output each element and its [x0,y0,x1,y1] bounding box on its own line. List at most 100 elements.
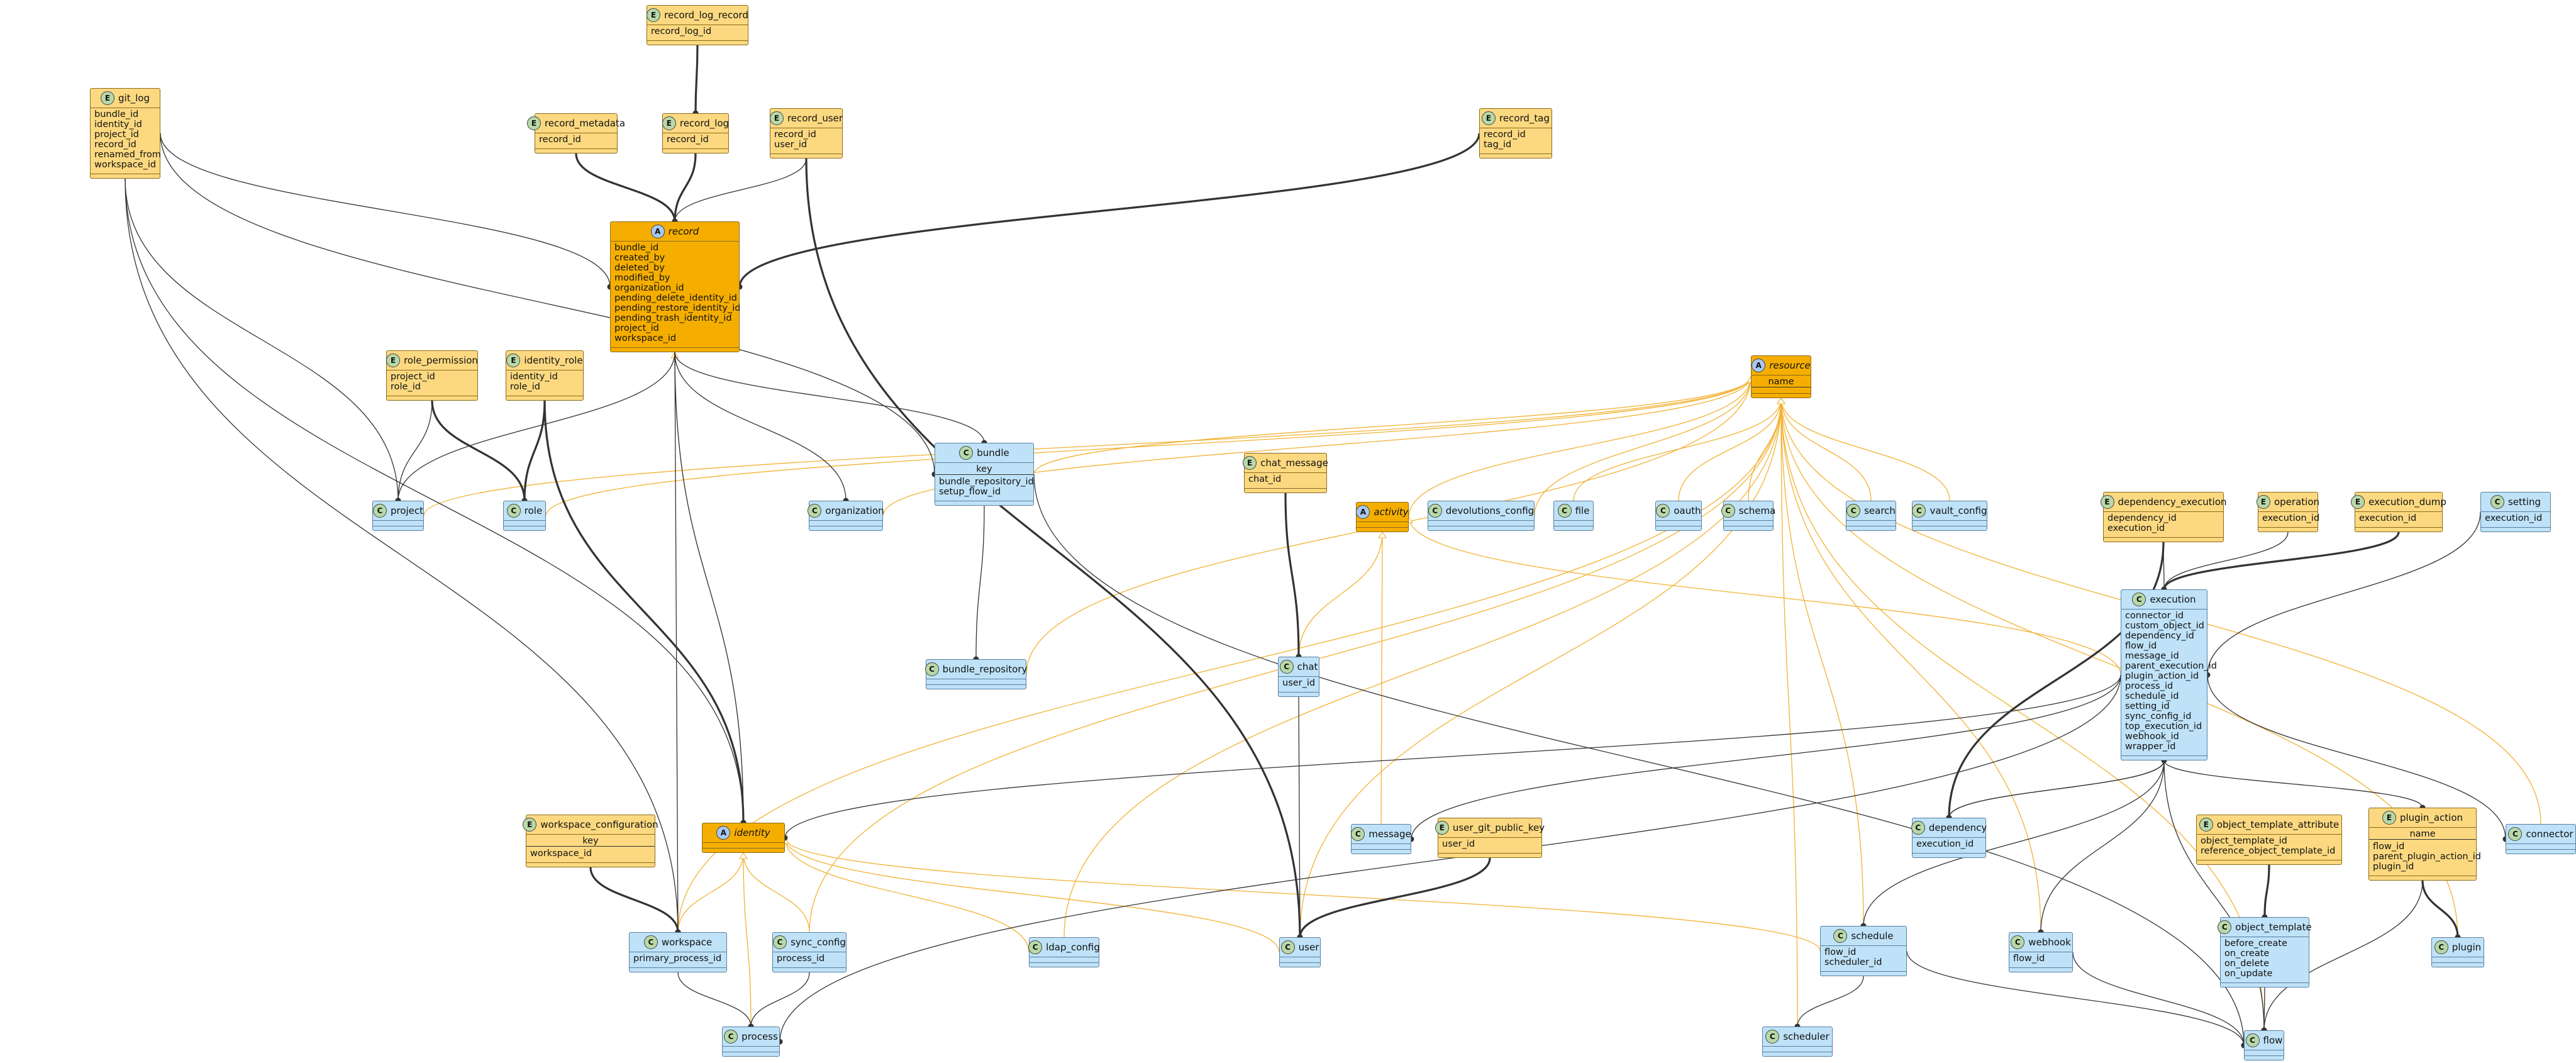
node-footer [2258,527,2318,532]
node-title: scheduler [1783,1031,1829,1042]
node-fields: name [1752,375,1811,393]
field: bundle_id [614,243,659,253]
class-badge-icon: C [1028,940,1043,954]
foreign-key-edge [1299,857,1491,938]
node-title: file [1575,505,1590,516]
foreign-key-edge [1411,674,2121,840]
inheritance-edge [1380,532,1383,825]
foreign-key-edge [543,400,745,823]
field: execution_id [2359,513,2417,523]
key-label: key [582,836,599,846]
field: identity_id [510,372,558,382]
field: process_id [2125,681,2174,691]
class-badge-icon: C [924,662,939,676]
class-badge-icon: C [1351,827,1365,841]
field: deleted_by [614,263,665,273]
foreign-key-edge [2207,674,2506,840]
field: primary_process_id [633,954,722,964]
node-title: execution_dump [2368,496,2446,508]
foreign-key-edge [397,352,675,501]
inheritance-edge [1780,398,2458,938]
inheritance-edge [1780,398,1864,927]
field: message_id [2125,651,2179,661]
field: pending_restore_identity_id [614,303,741,313]
field: project_id [391,372,435,382]
field: before_create [2224,938,2287,949]
node-footer [926,684,1026,689]
node-footer [1428,526,1534,530]
field: role_id [391,382,421,392]
node-fields [723,1046,779,1052]
node-fields [373,520,423,526]
node-fields [1913,520,1987,526]
node-title: dependency_execution [2118,496,2227,508]
field: modified_by [614,273,670,283]
entity-badge-icon: E [2351,495,2365,509]
foreign-key-edge [738,133,1480,287]
inheritance-edge [1534,376,1752,516]
field: bundle_id [94,109,139,120]
node-fields: user_id [1279,676,1319,692]
node-footer [2121,755,2207,760]
foreign-key-edge [1284,493,1300,657]
node-title: chat [1297,661,1318,672]
field: webhook_id [2125,732,2179,742]
foreign-key-edge [589,867,679,933]
field: bundle_repository_id [939,477,1034,487]
foreign-key-edge [1948,760,2165,818]
